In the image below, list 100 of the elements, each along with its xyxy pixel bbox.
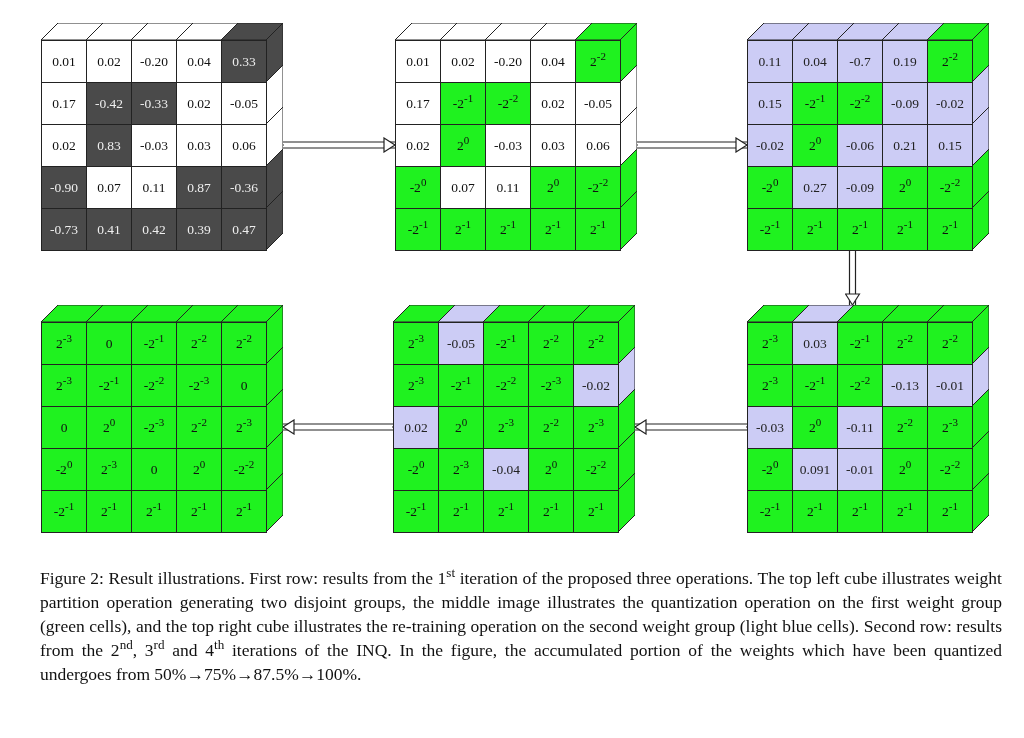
matrix-cell: -0.13 xyxy=(882,364,928,407)
matrix-cell: 2$^{-1}$ xyxy=(792,490,838,533)
matrix-cell: -2$^{0}$ xyxy=(41,448,87,491)
matrix-cell: -0.90 xyxy=(41,166,87,209)
matrix-cell: -0.73 xyxy=(41,208,87,251)
matrix-cell: 2$^{-1}$ xyxy=(483,490,529,533)
matrix-cell: -0.06 xyxy=(837,124,883,167)
cube xyxy=(393,305,635,532)
matrix-cell: 2$^{-1}$ xyxy=(176,490,222,533)
matrix-cell: 2$^{-2}$ xyxy=(882,406,928,449)
matrix-cell: 2$^{-2}$ xyxy=(882,322,928,365)
matrix-cell: -0.02 xyxy=(747,124,793,167)
matrix-cell: -0.42 xyxy=(86,82,132,125)
matrix-cell: 2$^{0}$ xyxy=(882,166,928,209)
matrix-cell: 0.01 xyxy=(41,40,87,83)
matrix-cell: 0.33 xyxy=(221,40,267,83)
matrix-cell: -2$^{0}$ xyxy=(747,166,793,209)
double-arrow xyxy=(636,137,748,153)
matrix-cell: -2$^{-1}$ xyxy=(440,82,486,125)
matrix-cell: 0.41 xyxy=(86,208,132,251)
matrix-cell: -0.01 xyxy=(927,364,973,407)
matrix-cell: 2$^{-1}$ xyxy=(882,208,928,251)
matrix-cell: -0.05 xyxy=(438,322,484,365)
matrix-cell: 2$^{-2}$ xyxy=(573,322,619,365)
matrix-cell: 0 xyxy=(221,364,267,407)
matrix-cell: -2$^{-2}$ xyxy=(575,166,621,209)
matrix-cell: -0.03 xyxy=(747,406,793,449)
matrix-cell: 2$^{0}$ xyxy=(86,406,132,449)
matrix-cell: 0.091 xyxy=(792,448,838,491)
matrix-cell: -2$^{0}$ xyxy=(393,448,439,491)
matrix-cell: 0.42 xyxy=(131,208,177,251)
matrix-cell: -0.7 xyxy=(837,40,883,83)
double-arrow xyxy=(282,137,396,153)
matrix-cell: 0.19 xyxy=(882,40,928,83)
matrix-cell: 2$^{-3}$ xyxy=(747,364,793,407)
matrix-cell: -2$^{-2}$ xyxy=(927,448,973,491)
matrix-cell: 2$^{-1}$ xyxy=(438,490,484,533)
matrix-cell: 2$^{0}$ xyxy=(792,406,838,449)
matrix-cell: 2$^{0}$ xyxy=(882,448,928,491)
matrix-cell: -2$^{-2}$ xyxy=(221,448,267,491)
matrix-cell: 2$^{-3}$ xyxy=(393,322,439,365)
matrix-cell: -2$^{-1}$ xyxy=(395,208,441,251)
matrix-cell: 2$^{0}$ xyxy=(440,124,486,167)
matrix-cell: 0.01 xyxy=(395,40,441,83)
matrix-cell: 0 xyxy=(41,406,87,449)
matrix-cell: 2$^{-2}$ xyxy=(176,406,222,449)
matrix-cell: 2$^{-1}$ xyxy=(573,490,619,533)
cube xyxy=(41,305,283,532)
matrix-cell: 0.39 xyxy=(176,208,222,251)
cube xyxy=(747,23,989,250)
matrix-cell: 0.15 xyxy=(747,82,793,125)
matrix-cell: 2$^{0}$ xyxy=(530,166,576,209)
matrix-cell: 2$^{-1}$ xyxy=(530,208,576,251)
matrix-cell: -0.33 xyxy=(131,82,177,125)
matrix-cell: 2$^{-3}$ xyxy=(221,406,267,449)
matrix-cell: 0.11 xyxy=(747,40,793,83)
matrix-cell: -2$^{0}$ xyxy=(747,448,793,491)
matrix-cell: 2$^{-2}$ xyxy=(927,322,973,365)
matrix-cell: 2$^{-2}$ xyxy=(927,40,973,83)
matrix-cell: -2$^{-1}$ xyxy=(837,322,883,365)
matrix-cell: -2$^{-1}$ xyxy=(131,322,177,365)
matrix-cell: -2$^{0}$ xyxy=(395,166,441,209)
matrix-cell: -2$^{-1}$ xyxy=(792,364,838,407)
matrix-cell: 2$^{0}$ xyxy=(792,124,838,167)
matrix-cell: 2$^{-2}$ xyxy=(221,322,267,365)
cube xyxy=(747,305,989,532)
matrix-cell: -2$^{-2}$ xyxy=(131,364,177,407)
matrix-cell: -2$^{-1}$ xyxy=(747,208,793,251)
matrix-cell: -0.02 xyxy=(927,82,973,125)
matrix-cell: 0.03 xyxy=(792,322,838,365)
matrix-cell: 0.04 xyxy=(792,40,838,83)
matrix-cell: 2$^{-2}$ xyxy=(528,322,574,365)
matrix-cell: 2$^{0}$ xyxy=(176,448,222,491)
matrix-cell: 2$^{0}$ xyxy=(528,448,574,491)
matrix-cell: -2$^{-1}$ xyxy=(438,364,484,407)
matrix-cell: 0.15 xyxy=(927,124,973,167)
matrix-cell: 2$^{-3}$ xyxy=(41,364,87,407)
matrix-cell: 0.21 xyxy=(882,124,928,167)
matrix-cell: 2$^{0}$ xyxy=(438,406,484,449)
matrix-cell: -2$^{-2}$ xyxy=(485,82,531,125)
matrix-cell: 2$^{-1}$ xyxy=(927,208,973,251)
matrix-cell: -0.04 xyxy=(483,448,529,491)
matrix-cell: 2$^{-1}$ xyxy=(528,490,574,533)
matrix-cell: 2$^{-3}$ xyxy=(747,322,793,365)
matrix-cell: -0.09 xyxy=(837,166,883,209)
matrix-cell: 2$^{-1}$ xyxy=(440,208,486,251)
matrix-cell: 2$^{-2}$ xyxy=(528,406,574,449)
matrix-cell: -2$^{-2}$ xyxy=(927,166,973,209)
matrix-cell: 2$^{-3}$ xyxy=(573,406,619,449)
matrix-cell: -0.36 xyxy=(221,166,267,209)
matrix-cell: 0 xyxy=(131,448,177,491)
matrix-cell: 2$^{-1}$ xyxy=(927,490,973,533)
cube xyxy=(395,23,637,250)
matrix-cell: -0.01 xyxy=(837,448,883,491)
matrix-cell: 2$^{-1}$ xyxy=(837,208,883,251)
matrix-cell: 2$^{-3}$ xyxy=(927,406,973,449)
matrix-cell: 2$^{-1}$ xyxy=(792,208,838,251)
matrix-cell: 0.47 xyxy=(221,208,267,251)
matrix-cell: -2$^{-2}$ xyxy=(573,448,619,491)
double-arrow xyxy=(634,419,748,435)
